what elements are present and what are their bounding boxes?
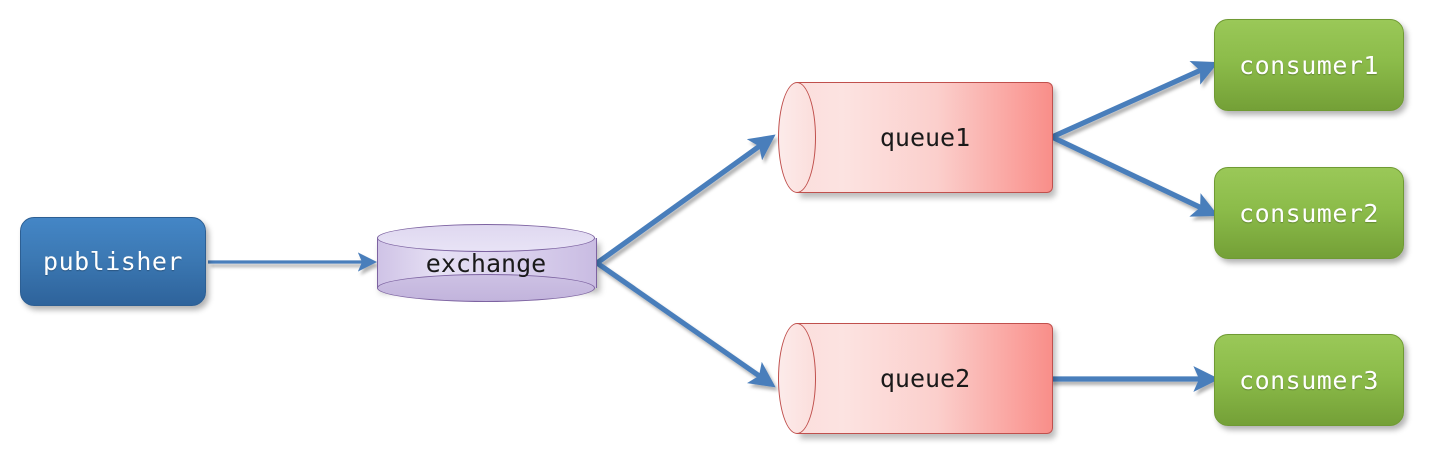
node-consumer2[interactable]: consumer2: [1214, 167, 1404, 259]
edge-queue1-to-consumer1: [1050, 60, 1219, 140]
node-consumer2-label: consumer2: [1239, 198, 1379, 228]
exchange-cylinder-bottom: [377, 274, 595, 302]
node-exchange-label: exchange: [425, 248, 547, 278]
node-consumer3-label: consumer3: [1239, 365, 1379, 395]
node-queue1[interactable]: queue1: [778, 82, 1053, 193]
exchange-cylinder-top: [377, 224, 595, 252]
node-queue2[interactable]: queue2: [778, 323, 1053, 434]
edge-exchange-to-queue2: [595, 260, 776, 388]
queue1-cylinder-body: [797, 82, 1053, 193]
node-publisher[interactable]: publisher: [20, 217, 206, 306]
node-consumer1[interactable]: consumer1: [1214, 19, 1404, 111]
queue2-cylinder-body: [797, 323, 1053, 434]
node-publisher-label: publisher: [43, 247, 183, 276]
edge-queue1-to-consumer2: [1050, 134, 1219, 217]
node-consumer3[interactable]: consumer3: [1214, 334, 1404, 426]
node-exchange[interactable]: exchange: [377, 224, 597, 302]
queue2-cylinder-cap: [778, 323, 816, 434]
node-queue2-label: queue2: [879, 364, 971, 393]
node-queue1-label: queue1: [879, 123, 971, 152]
queue1-cylinder-cap: [778, 82, 816, 193]
edge-exchange-to-queue1: [595, 134, 776, 266]
node-consumer1-label: consumer1: [1239, 50, 1379, 80]
